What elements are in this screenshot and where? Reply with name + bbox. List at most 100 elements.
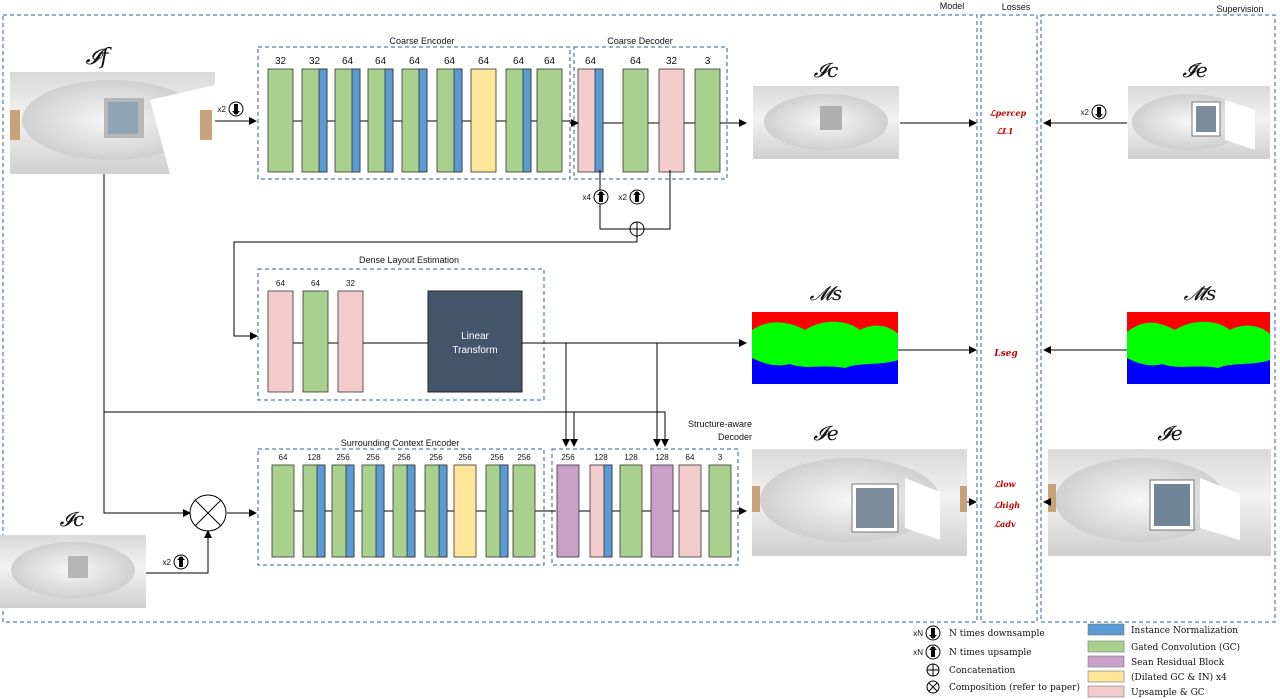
layer-block [302,290,329,393]
connection-lines [103,117,1127,574]
symbol-Ic-top: 𝓘c [814,58,839,82]
coarse-encoder-box [257,46,571,180]
channel-label: 256 [490,453,504,462]
symbol-Ms-gt: 𝓜̄s [1184,281,1217,305]
structure-decoder-box [551,448,739,566]
symbol-Ie: 𝓘e [813,421,838,445]
legend-icon-text: Composition (refer to paper) [949,682,1080,693]
concatenation-symbol [629,221,645,237]
layer-block [556,464,580,558]
channel-label: 64 [409,56,421,67]
channel-label: 128 [307,453,321,462]
target-image-Ie-bottom [1048,449,1271,556]
channel-label: 32 [346,279,355,288]
instance-norm-block [418,68,428,173]
channel-label: 3 [705,56,711,67]
channel-label: 64 [686,453,695,462]
symbol-Ie-gt-bottom: 𝓘̄e [1157,421,1182,445]
losses-header: Losses [1002,2,1031,12]
sampler-bar [234,104,238,114]
loss-percep: ℒpercep [990,108,1027,118]
layer-block [708,464,732,558]
symbol-Ms: 𝓜s [810,281,843,305]
loss-seg: Lseg [993,349,1017,359]
instance-norm-block [603,464,613,558]
instance-norm-block [345,464,355,558]
model-panel [2,14,978,623]
layer-block [512,464,536,558]
coarse-encoder-title: Coarse Encoder [389,36,454,46]
channel-label: 256 [366,453,380,462]
channel-label: 256 [397,453,411,462]
channel-label: 128 [624,453,638,462]
channel-label: 64 [630,56,642,67]
instance-norm-block [594,68,604,173]
losses-panel [980,14,1038,623]
legend-swatch [1087,655,1125,668]
supervision-header: Supervision [1216,4,1263,14]
coarse-image-Ic-bottom [0,535,146,608]
sampler-label: xN [913,648,923,657]
sampler-label: x4 [583,193,592,202]
legend-swatch [1087,685,1125,698]
channel-label: 32 [666,56,678,67]
sampler-bar [599,192,603,202]
seg-map-gt-Ms [1127,312,1270,384]
sampler-bar [1097,107,1101,117]
coarse-decoder-box [573,46,728,180]
dense-layout-layers: 64 64 32 [267,279,428,393]
sampler-label: x2 [1081,108,1090,117]
sampler-label: x2 [218,105,227,114]
structure-decoder-title-2: Decoder [718,432,752,442]
loss-low: ℒlow [994,479,1016,489]
layer-block [337,290,364,393]
loss-l1: ℒL1 [997,126,1014,136]
instance-norm-block [522,68,532,173]
symbol-If: 𝓘f [85,45,112,70]
channel-label: 64 [478,56,490,67]
legend-icon-text: N times upsample [949,648,1032,658]
channel-label: 256 [517,453,531,462]
channel-label: 64 [311,279,320,288]
context-encoder-box [257,448,545,566]
layer-block [271,464,295,558]
channel-label: 128 [655,453,669,462]
structure-decoder-title-1: Structure-aware [688,419,752,429]
layer-block [453,464,477,558]
layer-block [267,68,294,173]
instance-norm-block [375,464,385,558]
coarse-decoder-title: Coarse Decoder [607,36,673,46]
loss-high: ℒhigh [994,500,1020,510]
channel-label: 32 [309,56,321,67]
channel-label: 256 [429,453,443,462]
instance-norm-block [406,464,416,558]
sampler-arrowhead [177,556,185,560]
composition-symbol [189,494,227,532]
sampler-bar [931,647,935,657]
sampler-arrowhead [597,191,605,195]
sampler-bar [635,192,639,202]
legend-icon-text: Concatenation [949,666,1016,676]
instance-norm-block [384,68,394,173]
channel-label: 3 [718,453,723,462]
channel-label: 64 [444,56,456,67]
channel-label: 64 [276,279,285,288]
legend-swatch-text: Sean Residual Block [1131,658,1225,668]
layer-block [622,68,649,173]
legend-swatch [1087,640,1125,653]
coarse-image-Ic-top [753,86,899,159]
layer-block [267,290,294,393]
linear-transform-label-1: Linear [461,331,489,342]
channel-label: 64 [279,453,288,462]
sampler-arrowhead [633,191,641,195]
loss-adv: ℒadv [994,519,1016,529]
sampler-label: x2 [163,558,172,567]
instance-norm-block [453,68,463,173]
legend-swatch-text: Upsample & GC [1131,688,1205,698]
linear-transform-block [427,290,523,393]
model-header: Model [940,1,965,11]
